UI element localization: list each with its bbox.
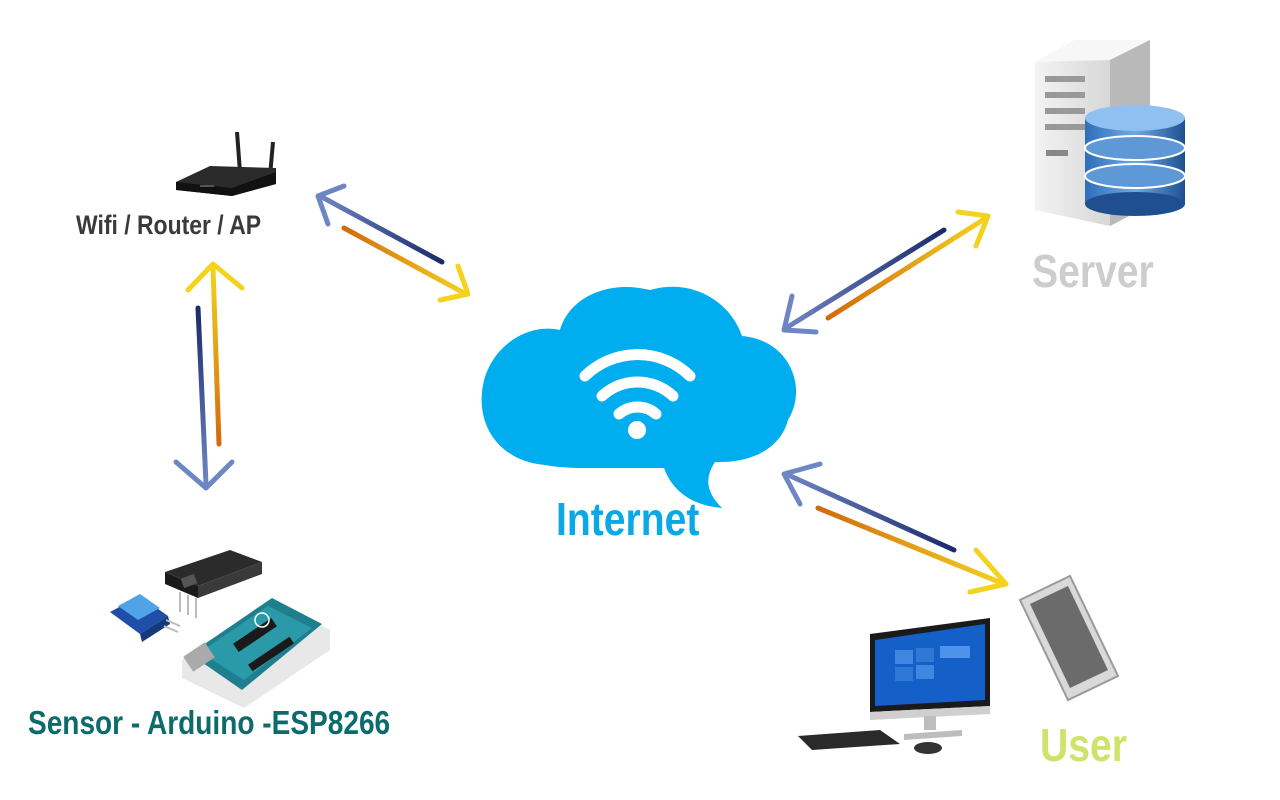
smartphone-icon (1018, 574, 1120, 702)
sensor-arduino-icon (110, 550, 330, 708)
arrow-router-internet (315, 183, 471, 303)
arrow-internet-user (781, 461, 1009, 595)
router-label: Wifi / Router / AP (76, 210, 262, 240)
desktop-computer-icon (798, 618, 990, 754)
internet-label: Internet (556, 493, 700, 545)
server-label: Server (1032, 245, 1154, 297)
arrow-router-sensor (173, 261, 245, 491)
cloud-wifi-icon (481, 286, 797, 508)
sensor-label: Sensor - Arduino -ESP8266 (28, 704, 391, 741)
router-icon (176, 131, 276, 196)
arrow-internet-server (781, 209, 991, 335)
user-label: User (1040, 719, 1127, 771)
server-database-icon (1035, 40, 1186, 226)
